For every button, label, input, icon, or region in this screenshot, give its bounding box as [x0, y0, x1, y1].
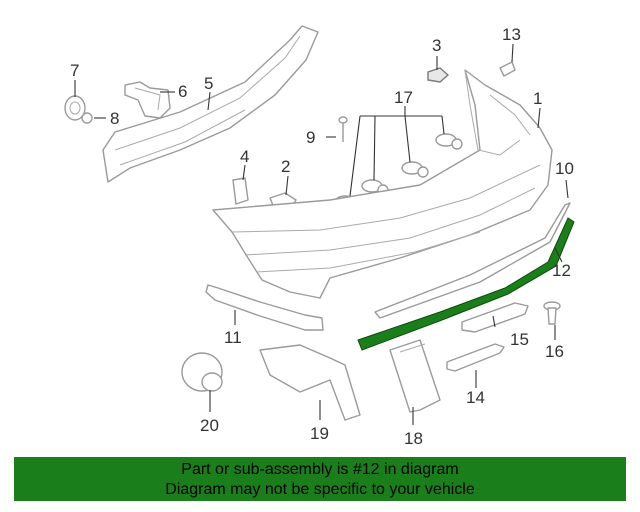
callout-14: 14 [466, 388, 485, 407]
callout-7: 7 [70, 61, 79, 80]
callout-19: 19 [310, 424, 329, 443]
banner-line-disclaimer: Diagram may not be specific to your vehi… [165, 481, 475, 498]
callout-18: 18 [404, 429, 423, 448]
callout-13: 13 [502, 25, 521, 44]
part-impact-bar [102, 25, 319, 183]
part-strip-10 [374, 202, 571, 319]
callout-8: 8 [110, 109, 119, 128]
callout-15: 15 [510, 330, 529, 349]
banner-line-part: Part or sub-assembly is #12 in diagram [181, 461, 459, 478]
callout-16: 16 [545, 342, 564, 361]
callout-12: 12 [552, 261, 571, 280]
part-bumper-cover-1 [212, 69, 553, 299]
callout-6: 6 [178, 82, 187, 101]
part-bracket-6 [124, 81, 171, 119]
leader-lines [74, 43, 569, 425]
part-bolt-9 [338, 116, 348, 142]
parts-diagram: 1 2 3 4 5 6 7 8 9 10 11 12 13 14 15 16 1… [64, 25, 575, 448]
callout-5: 5 [204, 74, 213, 93]
callout-numbers: 1 2 3 4 5 6 7 8 9 10 11 12 13 14 15 16 1… [70, 25, 574, 448]
callout-9: 9 [306, 128, 315, 147]
part-retainer-4 [232, 177, 249, 205]
callout-11: 11 [224, 328, 242, 347]
part-moulding-12 [357, 217, 575, 351]
highlighted-part-12 [357, 217, 575, 351]
part-bracket-13 [499, 61, 516, 77]
callout-1: 1 [533, 89, 542, 108]
part-sensor-20 [181, 352, 223, 392]
part-bracket-15 [461, 302, 529, 333]
part-bracket-19 [259, 344, 361, 421]
part-module-18 [389, 339, 441, 413]
callout-10: 10 [555, 159, 574, 178]
callout-3: 3 [432, 36, 441, 55]
part-clip-3 [427, 67, 450, 83]
part-info-banner: Part or sub-assembly is #12 in diagram D… [14, 457, 626, 501]
callout-20: 20 [200, 416, 219, 435]
part-clip-16 [543, 301, 561, 325]
part-strip-11 [205, 284, 324, 331]
callout-17: 17 [394, 88, 413, 107]
callout-4: 4 [240, 147, 249, 166]
part-nut-8 [81, 112, 93, 124]
part-bracket-14 [446, 343, 505, 372]
callout-2: 2 [281, 157, 290, 176]
